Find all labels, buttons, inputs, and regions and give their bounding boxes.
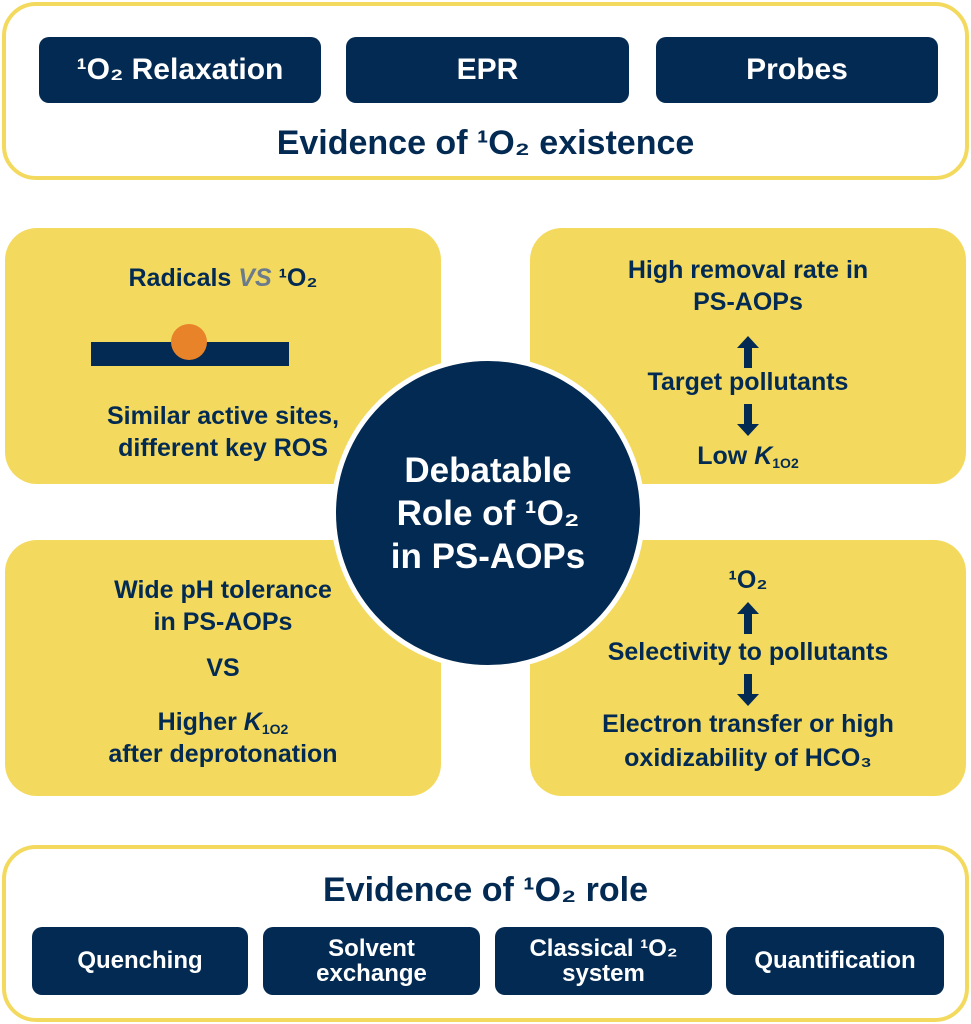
role-evidence-panel: Evidence of ¹O₂ role Quenching Solvent e… (2, 845, 969, 1022)
relaxation-box: ¹O₂ Relaxation (39, 37, 321, 103)
up-arrow-icon (737, 336, 759, 368)
low-k-text: Low K1O2 (697, 442, 799, 471)
active-site-dot (171, 324, 207, 360)
up-arrow-icon (737, 602, 759, 634)
existence-title: Evidence of ¹O₂ existence (276, 124, 695, 162)
radicals-heading: Radicals VS ¹O₂ (128, 264, 318, 292)
quantification-box: Quantification (726, 927, 944, 995)
center-line-3: in PS-AOPs (390, 536, 586, 576)
epr-box: EPR (346, 37, 629, 103)
quenching-box: Quenching (32, 927, 248, 995)
hco3-text: oxidizability of HCO₃ (624, 744, 872, 772)
electron-transfer-text: Electron transfer or high (602, 710, 894, 738)
high-removal-text: High removal rate in (627, 256, 869, 284)
deprotonation-text: after deprotonation (108, 740, 338, 768)
down-arrow-icon (737, 404, 759, 436)
center-line-2: Role of ¹O₂ (396, 493, 580, 533)
higher-k-text: Higher K1O2 (157, 708, 289, 737)
selectivity-text: Selectivity to pollutants (607, 638, 889, 666)
in-ps-aops-text: in PS-AOPs (153, 608, 293, 636)
ps-aops-text: PS-AOPs (693, 288, 803, 316)
down-arrow-icon (737, 674, 759, 706)
role-title: Evidence of ¹O₂ role (323, 871, 648, 909)
probes-box: Probes (656, 37, 938, 103)
center-line-1: Debatable (404, 450, 572, 490)
different-ros-text: different key ROS (118, 434, 328, 462)
vs-text: VS (206, 654, 240, 682)
wide-ph-text: Wide pH tolerance (114, 576, 332, 604)
solvent-exchange-box: Solvent exchange (263, 927, 480, 995)
similar-sites-text: Similar active sites, (106, 402, 340, 430)
singlet-oxygen-text: ¹O₂ (728, 566, 768, 594)
existence-evidence-panel: ¹O₂ Relaxation EPR Probes Evidence of ¹O… (2, 2, 969, 180)
radicals-vs-singlet-quadrant: Radicals VS ¹O₂ Similar active sites, di… (5, 228, 441, 484)
central-topic-circle: Debatable Role of ¹O₂ in PS-AOPs (331, 356, 645, 670)
classical-system-box: Classical ¹O₂ system (495, 927, 712, 995)
target-pollutants-text: Target pollutants (647, 368, 849, 396)
selectivity-quadrant: ¹O₂ Selectivity to pollutants Electron t… (530, 540, 966, 796)
